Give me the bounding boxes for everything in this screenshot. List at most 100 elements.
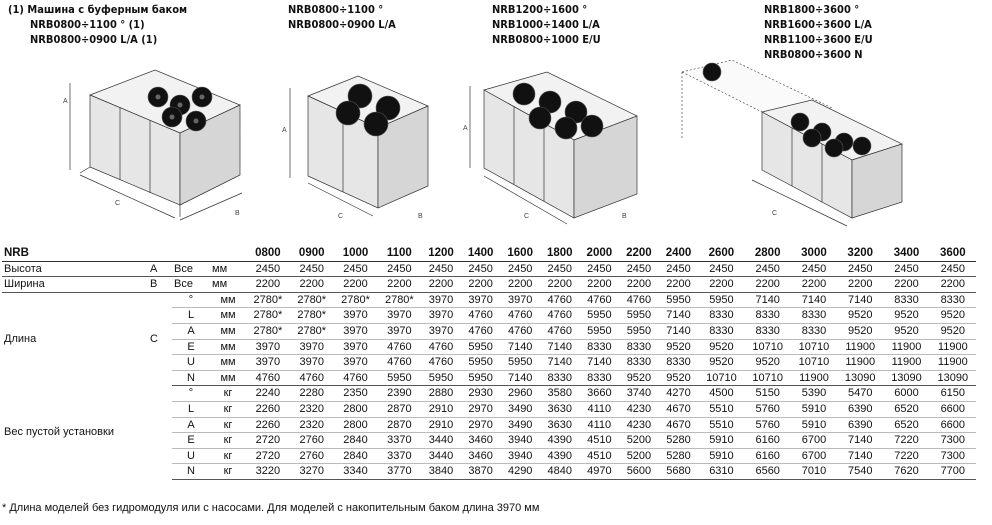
table-cell-value: 4110 [579, 417, 620, 434]
table-cell-value: 9520 [744, 354, 791, 371]
table-cell-value: 5150 [744, 385, 791, 402]
table-cell-value: 2450 [539, 261, 580, 278]
table-cell-value: 5510 [698, 401, 745, 418]
table-cell-value: 13090 [837, 370, 884, 387]
table-cell-value: 10710 [790, 354, 838, 371]
table-cell-value: 13090 [883, 370, 930, 387]
table-cell-value: 7300 [929, 432, 976, 449]
table-cell-value: 7140 [539, 354, 580, 371]
table-cell-value: 4840 [539, 463, 580, 480]
table-cell-value: 3630 [539, 401, 580, 418]
row-version: N [172, 463, 210, 480]
table-cell-value: 2800 [333, 417, 378, 434]
model-header: 2800 [754, 247, 781, 259]
table-cell-value: 9520 [883, 307, 930, 324]
row-dimension-code [148, 386, 172, 480]
table-cell-value: 7140 [790, 292, 838, 309]
caption-buffer-tank-unit: (1) Машина с буферным баком NRB0800÷1100… [8, 2, 187, 47]
table-cell-value: 5280 [658, 448, 699, 465]
row-unit: кг [210, 463, 246, 480]
table-cell-value: 3370 [377, 448, 422, 465]
table-cell-value: 2260 [246, 401, 290, 418]
caption-medium-unit: NRB1200÷1600 ° NRB1000÷1400 L/A NRB0800÷… [492, 2, 601, 47]
dimension-label-a: A [63, 98, 68, 105]
table-cell-value: 4760 [333, 370, 378, 387]
table-cell-value: 7220 [883, 432, 930, 449]
table-cell-value: 3970 [333, 323, 378, 340]
table-cell-value: 2200 [658, 276, 699, 293]
table-cell-value: 2780* [289, 292, 334, 309]
table-cell-value: 4670 [658, 417, 699, 434]
table-cell-value: 2320 [289, 417, 334, 434]
dimension-label-c: C [115, 200, 120, 207]
caption-line: NRB0800÷1100 ° (1) [30, 18, 145, 31]
table-cell-value: 2450 [579, 261, 620, 278]
table-cell-value: 2880 [421, 385, 461, 402]
table-cell-value: 3970 [500, 292, 540, 309]
table-cell-value: 4760 [289, 370, 334, 387]
caption-line: NRB0800÷1000 E/U [492, 33, 601, 46]
model-header: 1800 [546, 247, 573, 259]
table-cell-value: 3940 [500, 448, 540, 465]
model-header: 2000 [586, 247, 613, 259]
table-cell-value: 3490 [500, 401, 540, 418]
table-cell-value: 2450 [837, 261, 884, 278]
table-cell-value: 5910 [790, 401, 838, 418]
table-cell-value: 5760 [744, 417, 791, 434]
table-cell-value: 8330 [744, 323, 791, 340]
table-cell-value: 8330 [698, 307, 745, 324]
table-cell-value: 2450 [333, 261, 378, 278]
row-unit: мм [210, 370, 246, 387]
table-cell-value: 3940 [500, 432, 540, 449]
table-cell-value: 3740 [619, 385, 659, 402]
table-cell-value: 2970 [460, 417, 501, 434]
table-cell-value: 7140 [837, 292, 884, 309]
row-unit: кг [210, 432, 246, 449]
table-cell-value: 2780* [289, 307, 334, 324]
unit-drawing-buffer-tank: A C B [63, 69, 243, 221]
table-cell-value: 5910 [698, 448, 745, 465]
table-cell-value: 6150 [929, 385, 976, 402]
table-cell-value: 3970 [289, 354, 334, 371]
table-cell-value: 4510 [579, 432, 620, 449]
row-unit: мм [210, 261, 246, 278]
model-header: 0800 [255, 247, 281, 259]
table-cell-value: 2760 [289, 448, 334, 465]
table-cell-value: 5950 [460, 370, 501, 387]
table-cell-value: 5600 [619, 463, 659, 480]
table-cell-value: 2450 [929, 261, 976, 278]
table-cell-value: 8330 [579, 370, 620, 387]
table-cell-value: 3970 [377, 323, 422, 340]
dimension-label-c: C [772, 210, 777, 217]
table-cell-value: 3870 [460, 463, 501, 480]
unit-drawing-medium: A C B [463, 71, 638, 225]
table-cell-value: 4760 [460, 307, 501, 324]
table-cell-value: 4510 [579, 448, 620, 465]
table-cell-value: 5950 [579, 323, 620, 340]
table-cell-value: 4760 [377, 354, 422, 371]
caption-line: NRB0800÷1100 ° [288, 3, 384, 16]
table-cell-value: 10710 [744, 339, 791, 356]
table-cell-value: 6700 [790, 448, 838, 465]
table-cell-value: 2780* [333, 292, 378, 309]
table-cell-value: 2450 [377, 261, 422, 278]
caption-small-unit: NRB0800÷1100 ° NRB0800÷0900 L/A [288, 2, 396, 32]
table-cell-value: 7220 [883, 448, 930, 465]
table-cell-value: 2200 [929, 276, 976, 293]
table-cell-value: 5760 [744, 401, 791, 418]
table-cell-value: 7140 [837, 448, 884, 465]
dimension-label-a: A [282, 127, 287, 134]
row-param-label: Ширина [2, 276, 148, 293]
table-cell-value: 3970 [333, 307, 378, 324]
row-param-label: Длина [4, 333, 37, 346]
table-cell-value: 7140 [500, 370, 540, 387]
model-header: 3200 [847, 247, 874, 259]
table-cell-value: 3460 [460, 432, 501, 449]
table-cell-value: 5950 [658, 292, 699, 309]
footnote: * Длина моделей без гидромодуля или с на… [2, 502, 540, 514]
row-version: U [172, 448, 210, 465]
table-cell-value: 9520 [929, 323, 976, 340]
table-cell-value: 7140 [837, 432, 884, 449]
table-cell-value: 2200 [289, 276, 334, 293]
